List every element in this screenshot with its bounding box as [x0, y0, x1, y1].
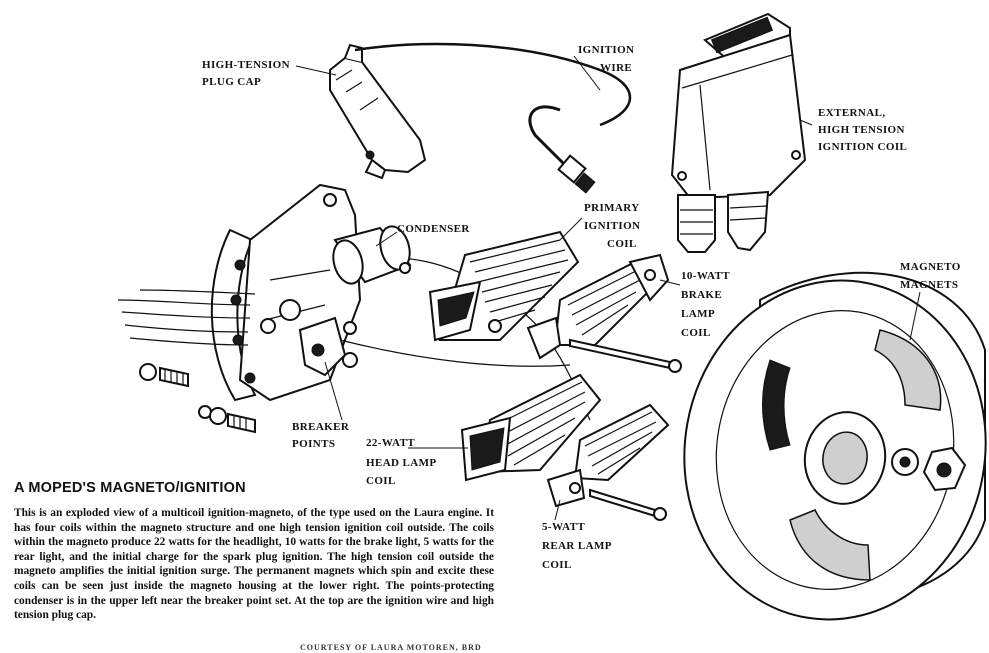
- svg-text:COIL: COIL: [542, 559, 572, 571]
- svg-text:EXTERNAL,: EXTERNAL,: [818, 107, 885, 119]
- svg-text:CONDENSER: CONDENSER: [397, 223, 470, 235]
- label-head-lamp-coil: 22-WATT HEAD LAMP COIL: [366, 437, 437, 487]
- brake-coil-illustration: [526, 253, 682, 373]
- svg-text:IGNITION: IGNITION: [578, 44, 634, 56]
- svg-text:BREAKER: BREAKER: [292, 421, 350, 433]
- plug-cap-illustration: [329, 43, 427, 180]
- breaker-points-illustration: [298, 316, 358, 377]
- svg-text:BRAKE: BRAKE: [681, 289, 722, 301]
- svg-text:REAR LAMP: REAR LAMP: [542, 540, 612, 552]
- svg-text:HIGH-TENSION: HIGH-TENSION: [202, 59, 290, 71]
- svg-text:WIRE: WIRE: [600, 62, 632, 74]
- svg-text:COIL: COIL: [366, 475, 396, 487]
- svg-text:PLUG CAP: PLUG CAP: [202, 76, 261, 88]
- rear-lamp-coil-illustration: [546, 403, 670, 521]
- label-ignition-wire: IGNITION WIRE: [578, 44, 634, 74]
- label-primary-coil: PRIMARY IGNITION COIL: [584, 202, 640, 250]
- svg-text:IGNITION: IGNITION: [584, 220, 640, 232]
- head-lamp-coil-illustration: [460, 373, 602, 482]
- svg-text:COIL: COIL: [681, 327, 711, 339]
- external-coil-illustration: [670, 12, 807, 253]
- svg-text:HEAD LAMP: HEAD LAMP: [366, 457, 437, 469]
- svg-text:PRIMARY: PRIMARY: [584, 202, 640, 214]
- label-brake-coil: 10-WATT BRAKE LAMP COIL: [681, 270, 730, 339]
- caption-title: A MOPED'S MAGNETO/IGNITION: [14, 480, 246, 496]
- label-condenser: CONDENSER: [397, 223, 470, 235]
- svg-text:POINTS: POINTS: [292, 438, 335, 450]
- svg-text:IGNITION COIL: IGNITION COIL: [818, 141, 907, 153]
- magneto-flywheel-illustration: [683, 271, 987, 621]
- primary-coil-illustration: [428, 230, 580, 342]
- svg-text:22-WATT: 22-WATT: [366, 437, 415, 449]
- svg-text:COIL: COIL: [607, 238, 637, 250]
- svg-text:LAMP: LAMP: [681, 308, 715, 320]
- photo-credit: COURTESY OF LAURA MOTOREN, BRD: [300, 643, 482, 652]
- condenser-illustration: [332, 225, 412, 285]
- svg-text:5-WATT: 5-WATT: [542, 521, 585, 533]
- label-plug-cap: HIGH-TENSION PLUG CAP: [202, 59, 290, 88]
- label-rear-lamp-coil: 5-WATT REAR LAMP COIL: [542, 521, 612, 571]
- label-magneto-magnets: MAGNETO MAGNETS: [900, 261, 961, 291]
- label-breaker-points: BREAKER POINTS: [292, 421, 350, 450]
- mounting-screws: [139, 363, 256, 434]
- ignition-wire-illustration: [354, 42, 632, 194]
- caption-block: A MOPED'S MAGNETO/IGNITION This is an ex…: [14, 480, 494, 623]
- svg-text:MAGNETS: MAGNETS: [900, 279, 958, 291]
- svg-text:MAGNETO: MAGNETO: [900, 261, 961, 273]
- caption-body: This is an exploded view of a multicoil …: [14, 507, 494, 622]
- leader-lines: [295, 55, 921, 521]
- svg-text:10-WATT: 10-WATT: [681, 270, 730, 282]
- svg-text:HIGH TENSION: HIGH TENSION: [818, 124, 905, 136]
- label-external-coil: EXTERNAL, HIGH TENSION IGNITION COIL: [818, 107, 907, 153]
